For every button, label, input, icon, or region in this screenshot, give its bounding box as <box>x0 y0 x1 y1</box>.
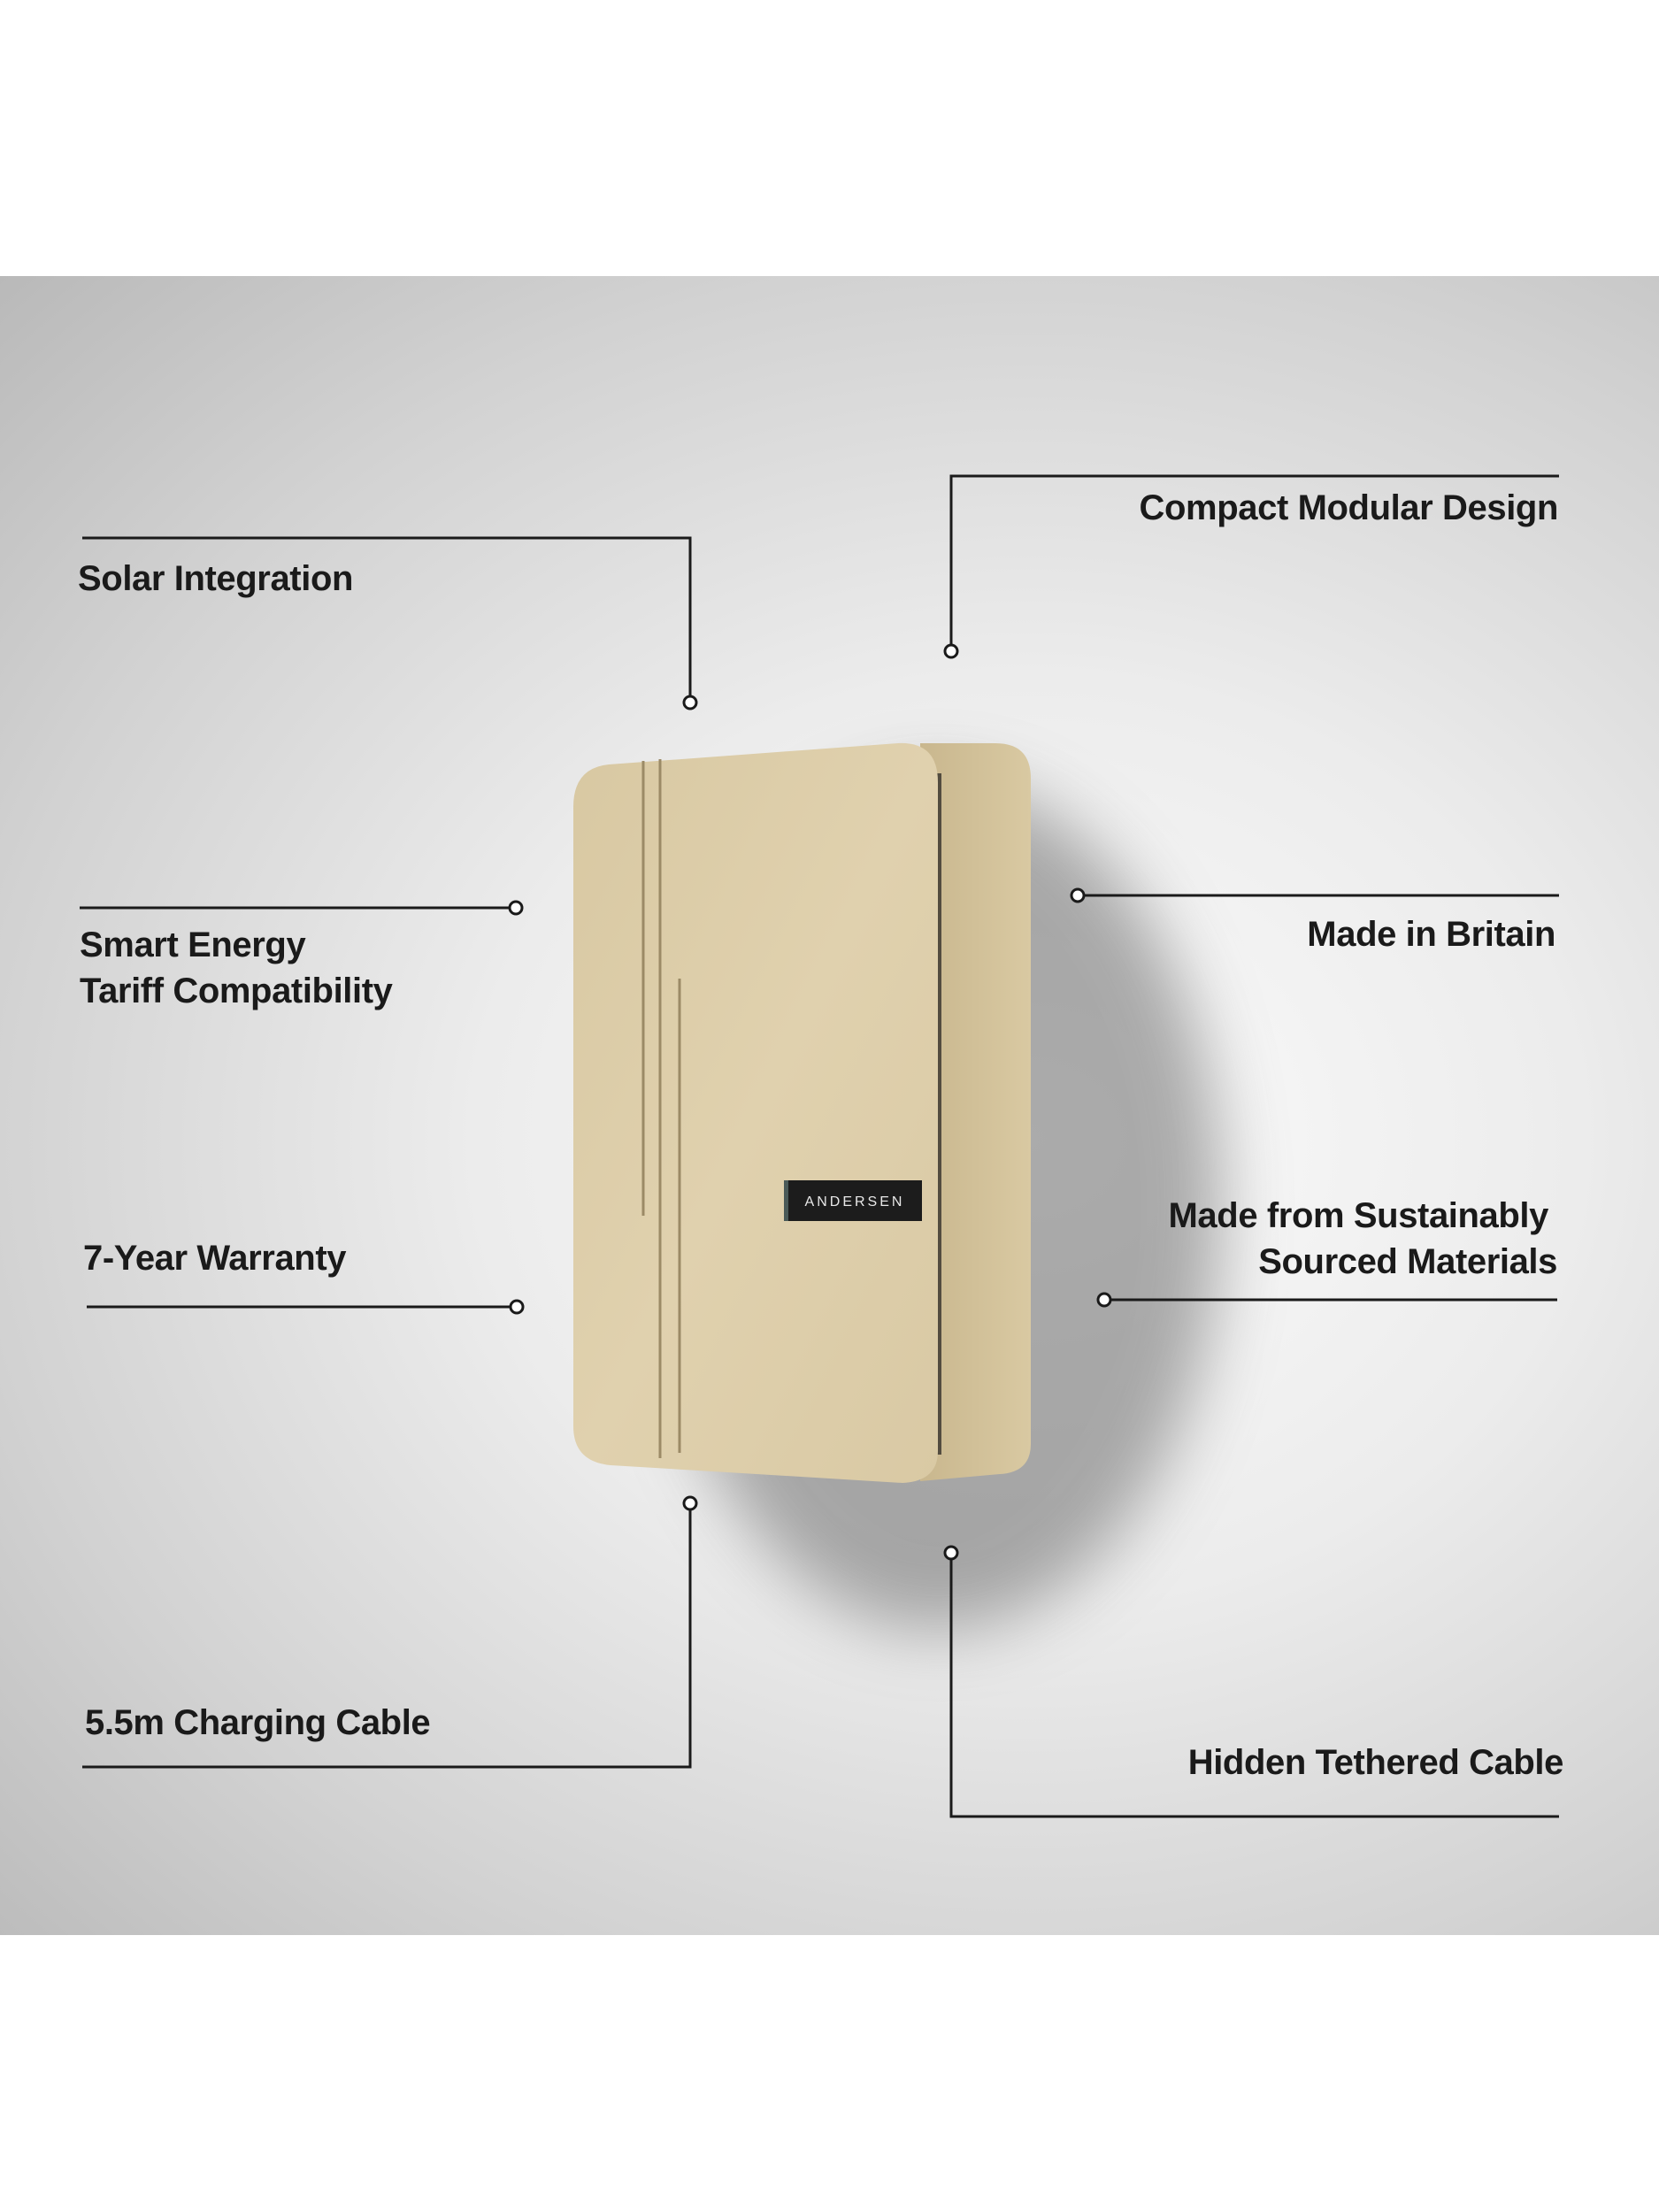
feature-label: 7-Year Warranty <box>83 1239 347 1278</box>
dot-sustainable <box>1096 1292 1112 1308</box>
ev-charger-illustration: ANDERSEN <box>573 742 1221 1630</box>
feature-label: Compact Modular Design <box>1139 488 1559 527</box>
feature-sustainable-materials: Made from Sustainably Sourced Materials <box>1168 1193 1558 1285</box>
leader-solar <box>82 536 692 703</box>
dot-solar <box>682 695 698 710</box>
leader-lines <box>80 474 1559 1818</box>
feature-made-in-britain: Made in Britain <box>1307 911 1555 957</box>
leader-cable <box>82 1503 692 1769</box>
leader-hidden <box>949 1553 1559 1818</box>
dot-warranty <box>509 1299 525 1315</box>
dot-hidden <box>943 1545 959 1561</box>
feature-charging-cable: 5.5m Charging Cable <box>85 1700 431 1746</box>
dot-cable <box>682 1495 698 1511</box>
feature-smart-energy-tariff: Smart Energy Tariff Compatibility <box>80 922 393 1014</box>
feature-panel: ANDERSEN Solar Integration Compac <box>0 276 1659 1935</box>
feature-label-line1: Made from Sustainably <box>1168 1196 1549 1235</box>
feature-label: Solar Integration <box>78 559 354 598</box>
feature-label-line2: Sourced Materials <box>1258 1242 1557 1281</box>
feature-label: Made in Britain <box>1307 915 1555 954</box>
feature-hidden-tethered-cable: Hidden Tethered Cable <box>1187 1740 1564 1786</box>
feature-label: 5.5m Charging Cable <box>85 1703 431 1742</box>
dot-smart <box>508 900 524 916</box>
device-front <box>573 742 938 1483</box>
device-side <box>920 743 1031 1481</box>
dot-compact <box>943 643 959 659</box>
feature-label-line1: Smart Energy <box>80 926 306 964</box>
feature-compact-modular-design: Compact Modular Design <box>1139 485 1559 531</box>
brand-plate <box>787 1180 922 1221</box>
leader-compact <box>949 474 1559 651</box>
feature-warranty: 7-Year Warranty <box>83 1235 347 1281</box>
feature-solar-integration: Solar Integration <box>78 556 353 602</box>
feature-label-line2: Tariff Compatibility <box>80 972 393 1010</box>
brand-plate-edge <box>784 1180 788 1221</box>
brand-text: ANDERSEN <box>805 1194 905 1210</box>
dot-britain <box>1070 887 1086 903</box>
feature-label: Hidden Tethered Cable <box>1187 1743 1564 1782</box>
